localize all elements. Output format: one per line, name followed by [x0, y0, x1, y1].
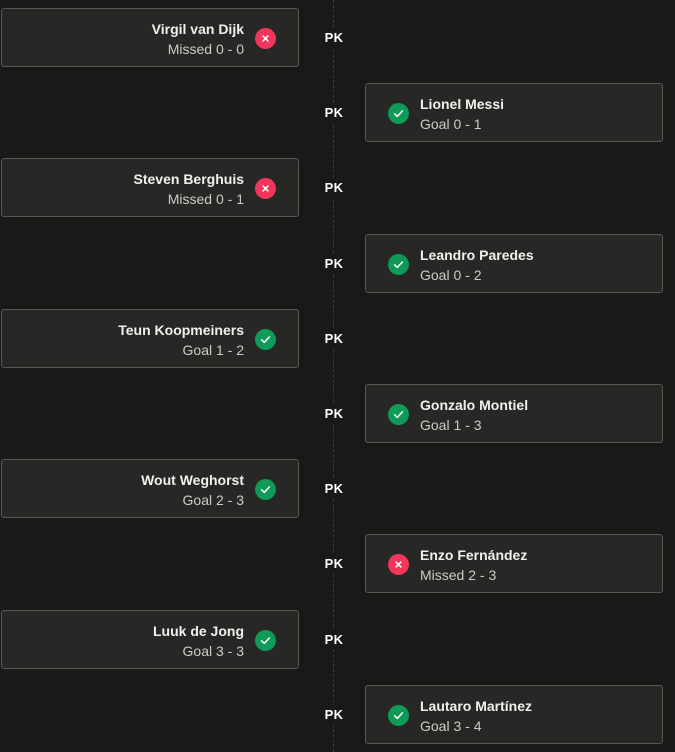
check-icon	[388, 404, 409, 425]
kick-result: Goal 1 - 3	[420, 417, 482, 433]
pk-label: PK	[314, 554, 354, 575]
kick-result: Missed 2 - 3	[420, 567, 497, 584]
player-name: Leandro Paredes	[420, 246, 534, 263]
x-icon	[388, 554, 409, 576]
kick-result: Missed 0 - 0	[167, 41, 244, 57]
kick-result: Goal 0 - 1	[420, 116, 482, 133]
x-icon	[255, 178, 276, 200]
kick-result: Goal 3 - 4	[420, 717, 482, 734]
pk-label: PK	[314, 629, 354, 650]
kick-result: Missed 0 - 1	[167, 191, 244, 208]
kick-result: Goal 2 - 3	[182, 492, 244, 509]
pk-label: PK	[314, 704, 354, 725]
player-name: Lautaro Martínez	[420, 697, 533, 714]
pk-label: PK	[314, 178, 354, 199]
pk-label: PK	[314, 404, 354, 424]
check-icon	[255, 479, 276, 501]
pk-label: PK	[314, 328, 354, 349]
pk-label: PK	[314, 28, 354, 48]
check-icon	[388, 704, 409, 726]
check-icon	[388, 103, 409, 125]
timeline-divider	[333, 0, 334, 752]
kick-result: Goal 0 - 2	[420, 266, 482, 283]
player-name: Lionel Messi	[420, 96, 505, 113]
pk-label: PK	[314, 253, 354, 274]
kick-result: Goal 1 - 2	[182, 341, 244, 358]
kick-result: Goal 3 - 3	[182, 642, 244, 659]
player-name: Teun Koopmeiners	[118, 321, 244, 338]
pk-label: PK	[314, 479, 354, 500]
player-name: Enzo Fernández	[420, 547, 528, 564]
check-icon	[255, 629, 276, 651]
check-icon	[255, 328, 276, 350]
player-name: Luuk de Jong	[153, 622, 244, 639]
player-name: Virgil van Dijk	[151, 21, 244, 37]
player-name: Wout Weghorst	[141, 472, 244, 489]
pk-label: PK	[314, 103, 354, 124]
x-icon	[255, 28, 276, 49]
player-name: Steven Berghuis	[133, 171, 244, 188]
check-icon	[388, 253, 409, 275]
player-name: Gonzalo Montiel	[420, 397, 529, 413]
